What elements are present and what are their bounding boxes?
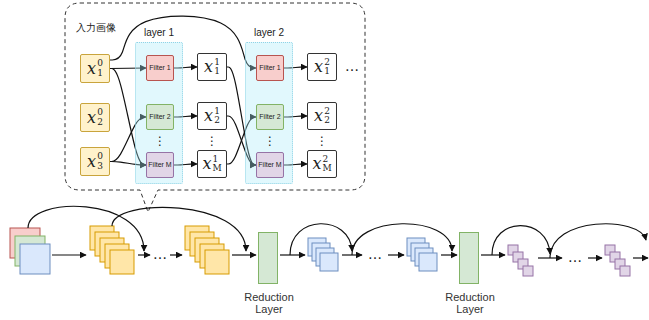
scripts: 22 bbox=[324, 107, 330, 126]
subscript: M bbox=[212, 164, 221, 173]
subscript: 1 bbox=[324, 67, 330, 76]
filter-label: Filter 1 bbox=[259, 64, 280, 72]
math-symbol: x12 bbox=[204, 107, 220, 126]
filter-box: Filter 2 bbox=[256, 104, 284, 130]
math-symbol: x1M bbox=[202, 155, 221, 174]
callout-bubble bbox=[65, 3, 365, 212]
symbol-base: x bbox=[314, 108, 323, 124]
superscript: 2 bbox=[322, 155, 331, 164]
scripts: 01 bbox=[97, 59, 103, 78]
ellipsis: … bbox=[153, 247, 167, 261]
scripts: 11 bbox=[214, 58, 220, 77]
symbol-base: x bbox=[204, 108, 213, 124]
subscript: M bbox=[322, 164, 331, 173]
math-symbol: x02 bbox=[87, 108, 103, 127]
feature-map-stack bbox=[185, 226, 229, 274]
ellipsis: ⋮ bbox=[154, 135, 166, 147]
symbol-base: x bbox=[312, 156, 321, 172]
superscript: 1 bbox=[212, 155, 221, 164]
reduction-layer: Reduction Layer bbox=[459, 232, 479, 284]
subscript: 2 bbox=[324, 116, 330, 125]
superscript: 2 bbox=[324, 58, 330, 67]
input-caption: 入力画像 bbox=[76, 23, 116, 33]
ellipsis: ⋮ bbox=[316, 135, 328, 147]
subscript: 2 bbox=[97, 118, 103, 127]
feature-map: x2M bbox=[307, 150, 337, 178]
symbol-base: x bbox=[87, 110, 96, 126]
feature-map: x1M bbox=[197, 150, 227, 178]
feature-map: x11 bbox=[197, 53, 227, 81]
filter-box: Filter M bbox=[256, 152, 284, 178]
layer-band: layer 2Filter 1Filter 2Filter M bbox=[245, 42, 293, 184]
layer-title: layer 1 bbox=[116, 27, 202, 38]
subscript: 2 bbox=[214, 116, 220, 125]
superscript: 2 bbox=[324, 107, 330, 116]
symbol-base: x bbox=[87, 61, 96, 77]
superscript: 1 bbox=[214, 58, 220, 67]
superscript: 0 bbox=[97, 59, 103, 68]
filter-box: Filter 2 bbox=[146, 104, 174, 130]
layer-label: Reduction Layer bbox=[435, 291, 505, 315]
feature-map-stack bbox=[308, 238, 338, 271]
filter-label: Filter M bbox=[148, 161, 171, 169]
skip-arcs bbox=[28, 206, 646, 258]
symbol-base: x bbox=[202, 156, 211, 172]
filter-box: Filter 1 bbox=[146, 55, 174, 81]
feature-map-stack bbox=[90, 226, 134, 274]
connector bbox=[110, 16, 256, 68]
input-image bbox=[10, 228, 50, 274]
math-symbol: x03 bbox=[87, 152, 103, 171]
feature-map-stack bbox=[605, 245, 630, 276]
feature-map: x12 bbox=[197, 102, 227, 130]
filter-label: Filter M bbox=[258, 161, 281, 169]
symbol-base: x bbox=[87, 154, 96, 170]
input-channel: x01 bbox=[80, 54, 110, 83]
ellipsis: ⋮ bbox=[264, 135, 276, 147]
ellipsis: ⋮ bbox=[206, 135, 218, 147]
scripts: 21 bbox=[324, 58, 330, 77]
filter-label: Filter 2 bbox=[149, 113, 170, 121]
scripts: 12 bbox=[214, 107, 220, 126]
filter-box: Filter M bbox=[146, 152, 174, 178]
scripts: 03 bbox=[97, 152, 103, 171]
feature-map-stack bbox=[508, 245, 533, 276]
feature-map-stack bbox=[407, 238, 437, 271]
subscript: 1 bbox=[214, 67, 220, 76]
symbol-base: x bbox=[204, 59, 213, 75]
math-symbol: x11 bbox=[204, 58, 220, 77]
input-channel: x02 bbox=[80, 103, 110, 132]
ellipsis: … bbox=[368, 247, 382, 261]
ellipsis: … bbox=[568, 250, 582, 264]
layer-label: Reduction Layer bbox=[234, 291, 304, 315]
superscript: 0 bbox=[97, 108, 103, 117]
scripts: 1M bbox=[212, 155, 221, 174]
subscript: 1 bbox=[97, 69, 103, 78]
flow-arrows bbox=[52, 255, 648, 258]
reduction-layer: Reduction Layer bbox=[258, 232, 278, 284]
layer-band: layer 1Filter 1Filter 2Filter M bbox=[135, 42, 183, 184]
superscript: 0 bbox=[97, 152, 103, 161]
symbol-base: x bbox=[314, 59, 323, 75]
filter-label: Filter 2 bbox=[259, 113, 280, 121]
subscript: 3 bbox=[97, 162, 103, 171]
superscript: 1 bbox=[214, 107, 220, 116]
layer-title: layer 2 bbox=[226, 27, 312, 38]
math-symbol: x22 bbox=[314, 107, 330, 126]
filter-box: Filter 1 bbox=[256, 55, 284, 81]
math-symbol: x01 bbox=[87, 59, 103, 78]
feature-map: x22 bbox=[307, 102, 337, 130]
scripts: 02 bbox=[97, 108, 103, 127]
math-symbol: x2M bbox=[312, 155, 331, 174]
feature-map: x21 bbox=[307, 53, 337, 81]
input-channel: x03 bbox=[80, 147, 110, 176]
filter-label: Filter 1 bbox=[149, 64, 170, 72]
math-symbol: x21 bbox=[314, 58, 330, 77]
scripts: 2M bbox=[322, 155, 331, 174]
ellipsis: … bbox=[345, 59, 359, 73]
